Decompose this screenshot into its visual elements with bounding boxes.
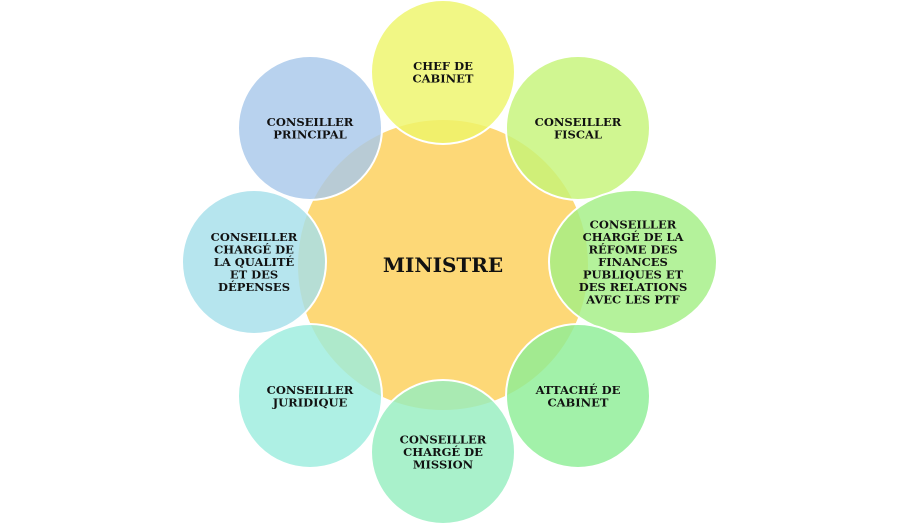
node-label-line: CABINET: [547, 395, 608, 409]
node-label-line: CHARGÉ DE: [214, 243, 294, 257]
node-label-line: CHARGÉ DE LA: [583, 230, 685, 244]
node-circle: [505, 55, 651, 201]
node-label-line: PRINCIPAL: [273, 127, 346, 141]
node-circle: [237, 323, 383, 469]
node-label-line: CONSEILLER: [400, 433, 487, 447]
node-circle: [237, 55, 383, 201]
node-circle: [370, 379, 516, 525]
node-label-line: AVEC LES PTF: [585, 293, 680, 307]
node-circle: [548, 189, 718, 335]
node-label-line: MISSION: [413, 458, 474, 472]
node-label-line: CONSEILLER: [535, 115, 622, 129]
node-label-line: RÉFOME DES: [588, 243, 677, 257]
node-circle: [370, 0, 516, 145]
node-label-line: FINANCES: [598, 255, 668, 269]
node-label-line: ET DES: [230, 268, 278, 282]
ministre-label: MINISTRE: [383, 253, 503, 277]
node-label-line: CHEF DE: [413, 59, 473, 73]
node-circle: [181, 189, 327, 335]
node-label-line: CABINET: [412, 71, 473, 85]
node-label-line: CONSEILLER: [267, 115, 354, 129]
node-label-line: CHARGÉ DE: [403, 445, 483, 459]
node-label-line: LA QUALITÉ: [214, 255, 295, 269]
node-label-line: ATTACHÉ DE: [535, 383, 621, 397]
node-label-line: CONSEILLER: [211, 230, 298, 244]
node-label-line: FISCAL: [554, 127, 602, 141]
node-label-line: CONSEILLER: [590, 218, 677, 232]
node-circle: [505, 323, 651, 469]
node-label-line: DES RELATIONS: [579, 280, 688, 294]
node-label-line: PUBLIQUES ET: [583, 268, 684, 282]
node-label-line: CONSEILLER: [267, 383, 354, 397]
node-label-line: JURIDIQUE: [272, 395, 348, 409]
node-label-line: DÉPENSES: [218, 280, 290, 294]
